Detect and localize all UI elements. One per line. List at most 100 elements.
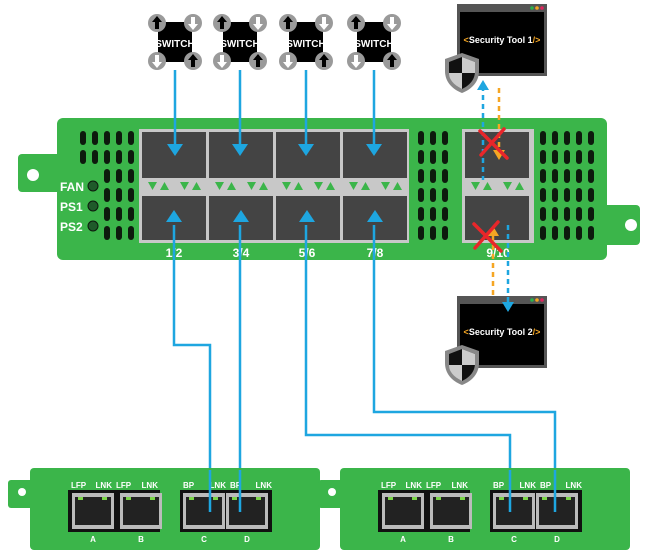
vent-slot [128, 207, 134, 221]
port-led-down [282, 182, 291, 190]
card-port-indicator-label: LNK [566, 481, 583, 490]
switch-icon: SWITCH [213, 14, 267, 70]
port-led [189, 497, 194, 500]
vent-slot [430, 188, 436, 202]
vent-slot [540, 131, 546, 145]
card-port-label: A [90, 535, 96, 544]
vent-slot [442, 169, 448, 183]
vent-slot [418, 150, 424, 164]
led-label: FAN [60, 180, 84, 194]
vent-slot [442, 226, 448, 240]
vent-slot [588, 188, 594, 202]
tag-open: < [464, 327, 469, 337]
vent-slot [564, 207, 570, 221]
port-led-up [227, 182, 236, 190]
status-led [87, 180, 99, 192]
vent-slot [540, 169, 546, 183]
card-port-indicator-label: LNK [142, 481, 159, 490]
chassis [18, 118, 640, 260]
vent-slot [128, 150, 134, 164]
port-led [460, 497, 465, 500]
card-port-indicator-label: LFP [426, 481, 442, 490]
vent-slot [128, 169, 134, 183]
vent-slot [104, 150, 110, 164]
svg-text:<Security Tool 1/>: <Security Tool 1/> [464, 35, 541, 45]
vent-slot [564, 188, 570, 202]
port-led-up [483, 182, 492, 190]
card-port-indicator-label: LNK [256, 481, 273, 490]
vent-slot [442, 207, 448, 221]
vent-slot [576, 131, 582, 145]
port-led-down [381, 182, 390, 190]
vent-slot [564, 150, 570, 164]
vent-slot [430, 226, 436, 240]
shield-icon [445, 345, 479, 385]
vent-slot [540, 226, 546, 240]
card-port-indicator-label: LFP [71, 481, 87, 490]
card-port-indicator-label: LFP [381, 481, 397, 490]
vent-slot [418, 226, 424, 240]
cable [372, 225, 557, 512]
vent-slot [104, 188, 110, 202]
vent-slot [540, 207, 546, 221]
svg-text:<Security Tool 2/>: <Security Tool 2/> [464, 327, 541, 337]
led-label: PS1 [60, 200, 83, 214]
vent-slot [430, 169, 436, 183]
status-led [87, 220, 99, 232]
arrow-down-icon [167, 144, 183, 156]
card-port-indicator-label: LNK [452, 481, 469, 490]
vent-slot [564, 169, 570, 183]
tag-close: /> [533, 327, 541, 337]
port-led [102, 497, 107, 500]
port-led [213, 497, 218, 500]
port-led-down [247, 182, 256, 190]
card-port-indicator-label: BP [183, 481, 195, 490]
vent-slot [116, 207, 122, 221]
vent-slot [116, 188, 122, 202]
shield-icon [445, 53, 479, 93]
arrow-up-icon [233, 210, 249, 222]
vent-slot [552, 226, 558, 240]
vent-slot [104, 131, 110, 145]
vent-slot [116, 150, 122, 164]
port-led-up [515, 182, 524, 190]
port-led [256, 497, 261, 500]
window-dot-icon [535, 6, 539, 10]
port-led-down [148, 182, 157, 190]
vent-slot [552, 207, 558, 221]
card-port-indicator-label: BP [540, 481, 552, 490]
port-led [412, 497, 417, 500]
port-led-up [192, 182, 201, 190]
card-port-label: C [201, 535, 207, 544]
vent-slot [588, 226, 594, 240]
port-led [232, 497, 237, 500]
port-led [542, 497, 547, 500]
vent-slot [92, 131, 98, 145]
vent-slot [418, 188, 424, 202]
port-led-down [503, 182, 512, 190]
vent-slot [104, 226, 110, 240]
vent-slot [576, 150, 582, 164]
tag-close: /> [533, 35, 541, 45]
port-led-down [180, 182, 189, 190]
port-led-down [314, 182, 323, 190]
vent-slot [576, 188, 582, 202]
blocked-x-icon [478, 127, 509, 160]
window-dot-icon [535, 298, 539, 302]
switch-label: SWITCH [354, 39, 393, 50]
card-port-label: C [511, 535, 517, 544]
port-led [78, 497, 83, 500]
vent-slot [588, 207, 594, 221]
led-label: PS2 [60, 220, 83, 234]
vent-slot [128, 188, 134, 202]
port-led [566, 497, 571, 500]
vent-slot [104, 207, 110, 221]
vent-slot [418, 169, 424, 183]
port-led-up [160, 182, 169, 190]
vent-slot [442, 131, 448, 145]
vent-slot [116, 226, 122, 240]
vent-slot [442, 188, 448, 202]
window-dot-icon [530, 6, 534, 10]
vent-slot [116, 131, 122, 145]
